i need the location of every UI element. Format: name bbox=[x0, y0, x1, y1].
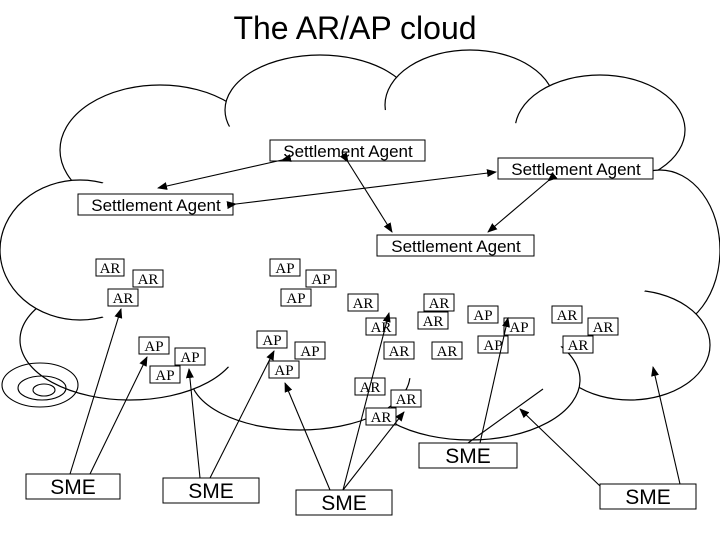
ap-node: AP bbox=[262, 333, 281, 349]
diagram-title: The AR/AP cloud bbox=[233, 10, 477, 46]
node-group-9: AR AR AR bbox=[551, 305, 619, 354]
sme-label: SME bbox=[445, 445, 491, 468]
sme-links bbox=[69, 308, 681, 491]
ar-node: AR bbox=[138, 272, 159, 288]
ap-node: AP bbox=[275, 261, 294, 277]
settlement-links bbox=[157, 152, 558, 233]
node-group-3: AP AP AP bbox=[138, 336, 206, 384]
ar-node: AR bbox=[353, 296, 374, 312]
ar-node: AR bbox=[423, 314, 444, 330]
sme-label: SME bbox=[321, 492, 367, 515]
ap-node: AP bbox=[180, 350, 199, 366]
sme-label: SME bbox=[188, 480, 234, 503]
ap-node: AP bbox=[155, 368, 174, 384]
node-group-7: AR AR bbox=[383, 341, 463, 360]
ap-node: AP bbox=[509, 320, 528, 336]
settlement-agent-box: Settlement Agent bbox=[376, 234, 535, 257]
sme-box: SME bbox=[599, 483, 697, 510]
ap-node: AP bbox=[300, 344, 319, 360]
ar-node: AR bbox=[429, 296, 450, 312]
ar-node: AR bbox=[100, 261, 121, 277]
settlement-agent-label: Settlement Agent bbox=[91, 196, 221, 215]
settlement-agent-label: Settlement Agent bbox=[511, 160, 641, 179]
cloud-swirl bbox=[1, 362, 79, 408]
sme-box: SME bbox=[25, 473, 121, 500]
ar-node: AR bbox=[371, 320, 392, 336]
settlement-agent-box: Settlement Agent bbox=[497, 157, 654, 180]
ar-node: AR bbox=[396, 392, 417, 408]
settlement-agent-box: Settlement Agent bbox=[269, 139, 426, 162]
ar-node: AR bbox=[113, 291, 134, 307]
sme-box: SME bbox=[162, 477, 260, 504]
ar-node: AR bbox=[568, 338, 589, 354]
ar-node: AR bbox=[593, 320, 614, 336]
node-group-6: AR AR bbox=[417, 293, 455, 330]
sme-label: SME bbox=[50, 476, 96, 499]
ar-node: AR bbox=[371, 410, 392, 426]
ap-node: AP bbox=[483, 338, 502, 354]
ap-node: AP bbox=[286, 291, 305, 307]
ap-node: AP bbox=[473, 308, 492, 324]
sme-box: SME bbox=[295, 489, 393, 516]
node-group-8: AP AP AP bbox=[467, 305, 535, 354]
ap-node: AP bbox=[274, 363, 293, 379]
sme-label: SME bbox=[625, 486, 671, 509]
settlement-agent-box: Settlement Agent bbox=[77, 193, 234, 216]
settlement-agent-label: Settlement Agent bbox=[283, 142, 413, 161]
ap-node: AP bbox=[144, 339, 163, 355]
node-group-4: AP AP AP bbox=[256, 330, 326, 379]
ar-node: AR bbox=[557, 308, 578, 324]
ar-node: AR bbox=[389, 344, 410, 360]
node-group-2: AP AP AP bbox=[269, 258, 337, 307]
node-group-1: AR AR AR bbox=[95, 258, 164, 307]
ar-node: AR bbox=[437, 344, 458, 360]
ap-node: AP bbox=[311, 272, 330, 288]
settlement-agent-label: Settlement Agent bbox=[391, 237, 521, 256]
sme-box: SME bbox=[418, 442, 518, 469]
